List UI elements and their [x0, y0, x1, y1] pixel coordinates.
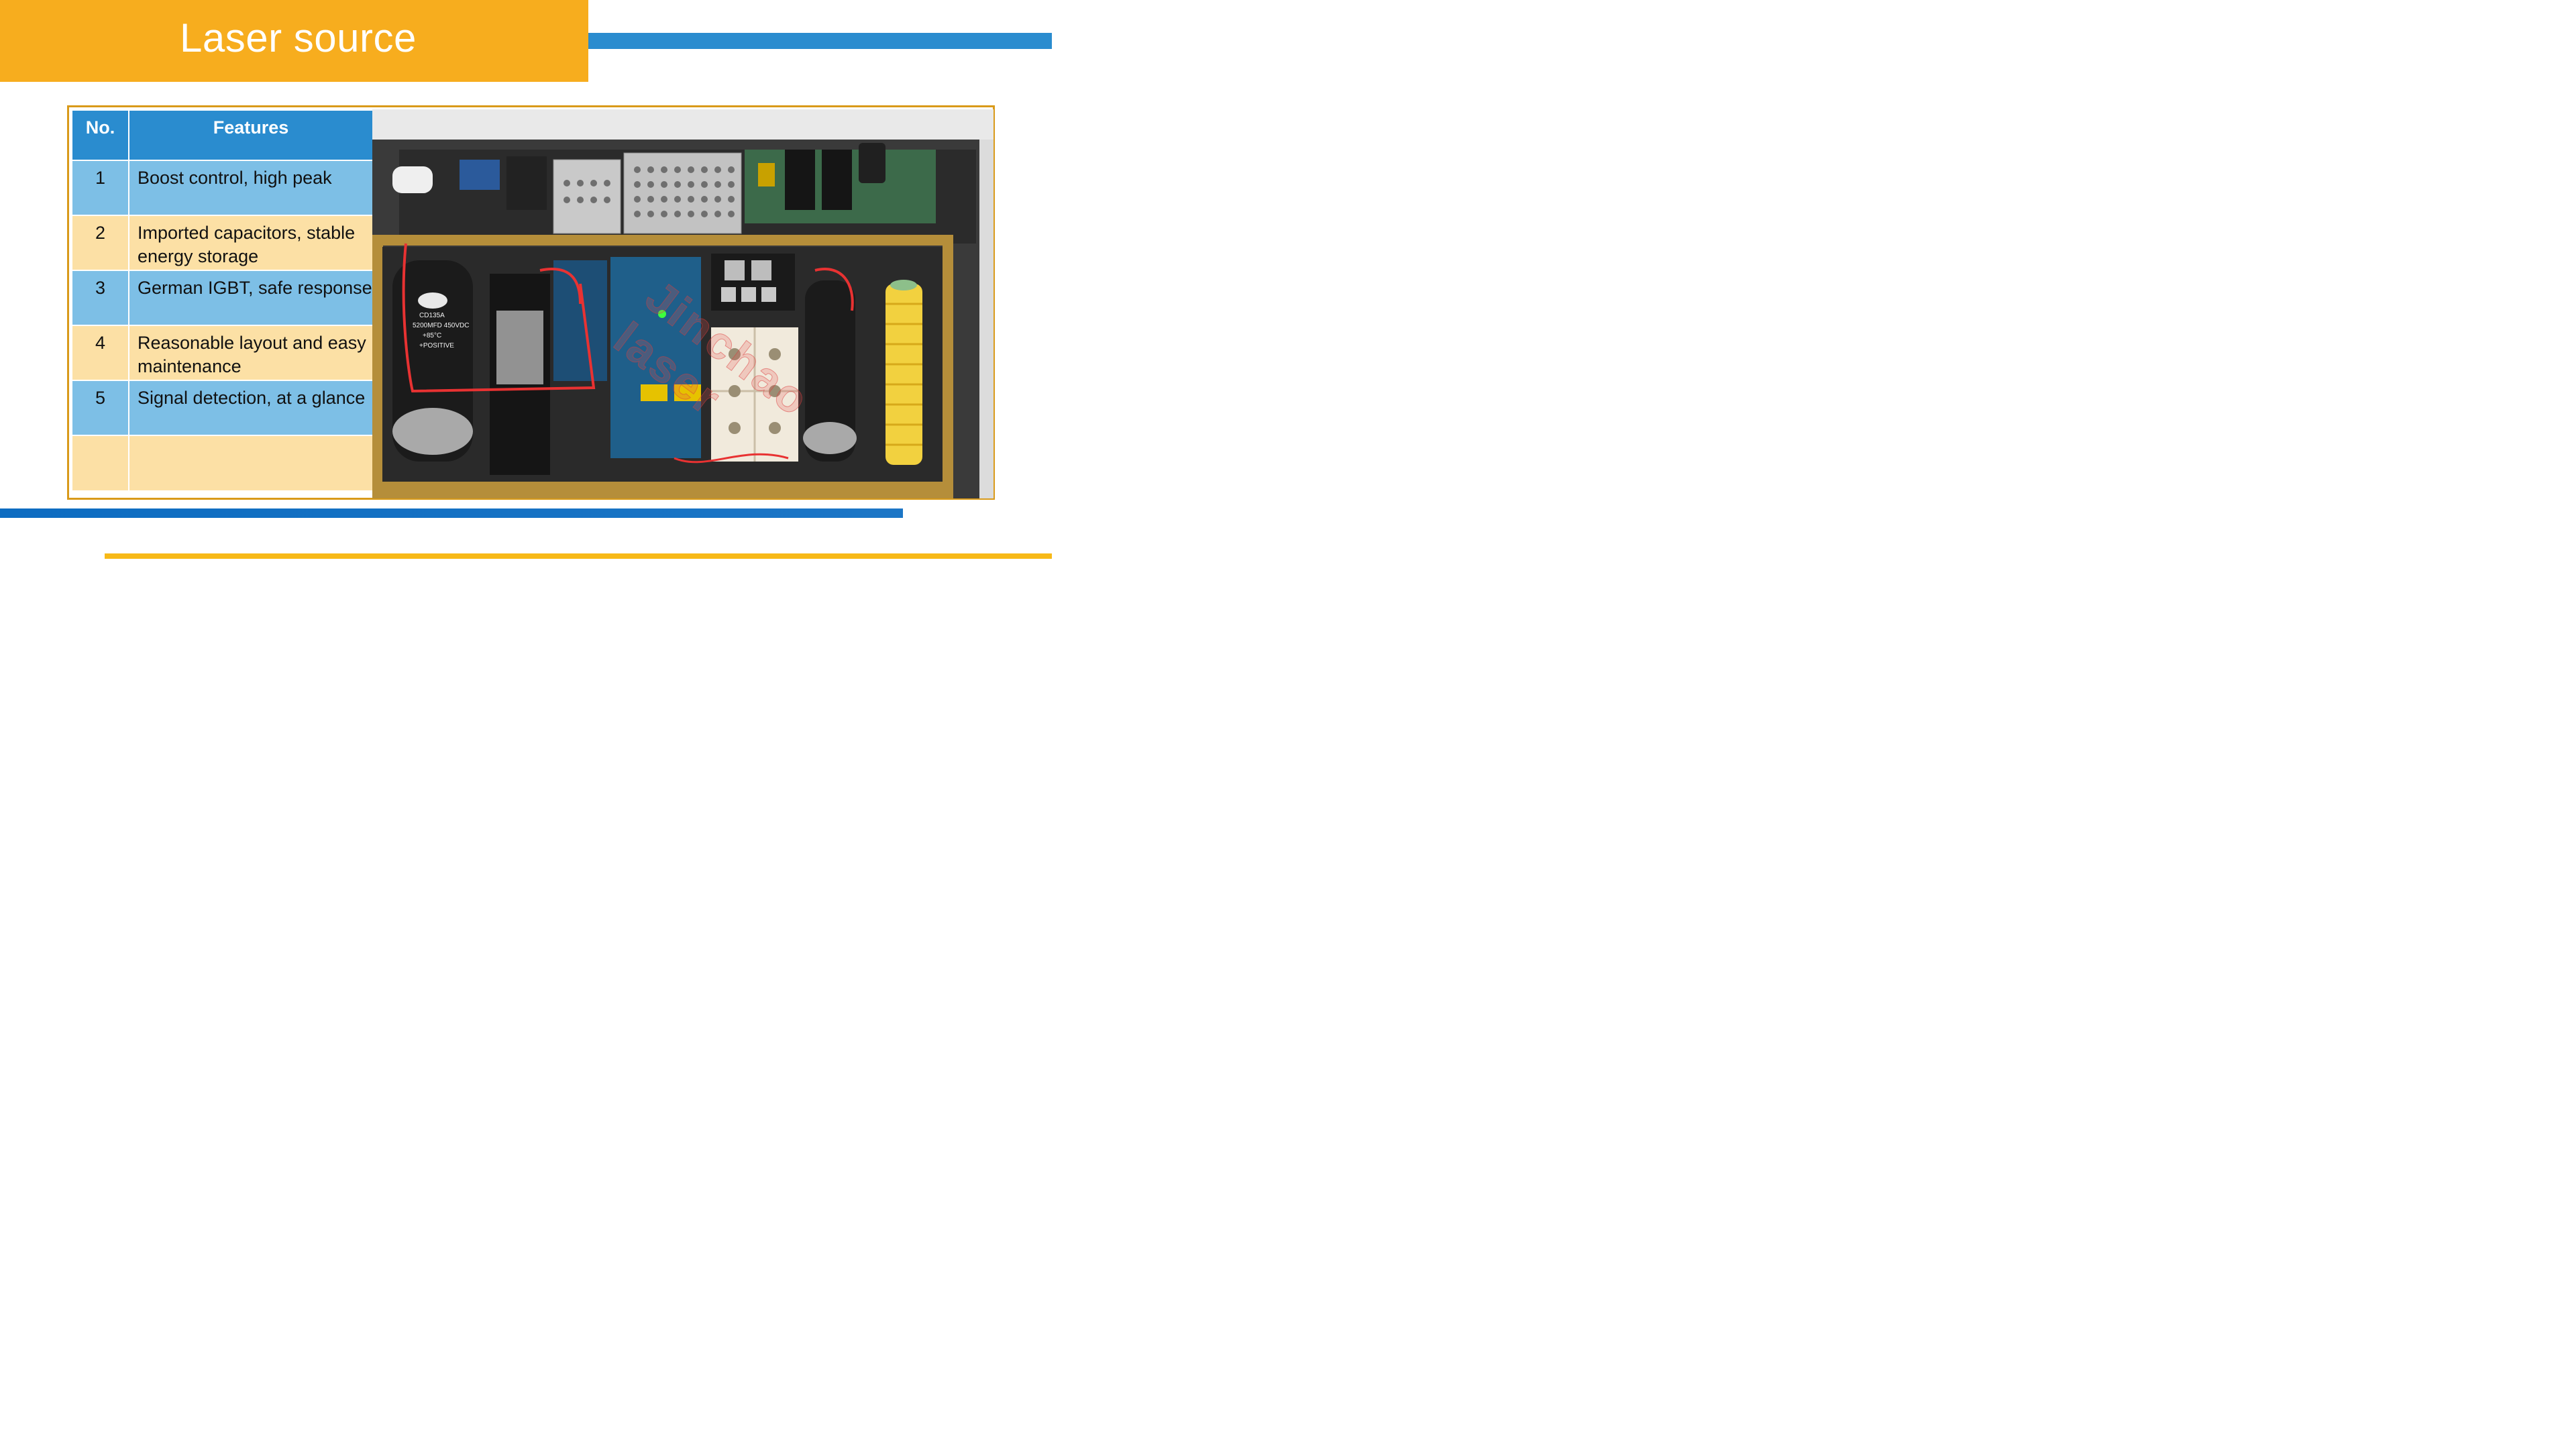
table-header-row: No. Features — [72, 111, 372, 160]
row-feature: Imported capacitors, stable energy stora… — [129, 215, 372, 270]
table-row: 5 Signal detection, at a glance — [72, 380, 372, 435]
column-header-features: Features — [129, 111, 372, 160]
table-row: 2 Imported capacitors, stable energy sto… — [72, 215, 372, 270]
column-header-no: No. — [72, 111, 129, 160]
row-number: 5 — [72, 380, 129, 435]
table-row: 3 German IGBT, safe response — [72, 270, 372, 325]
row-feature: Signal detection, at a glance — [129, 380, 372, 435]
row-feature: Boost control, high peak — [129, 160, 372, 215]
bottom-blue-stripe — [0, 508, 903, 518]
title-banner: Laser source — [0, 0, 588, 82]
row-number — [72, 435, 129, 490]
table-row: 4 Reasonable layout and easy maintenance — [72, 325, 372, 380]
laser-source-illustration: CD135A 5200MFD 450VDC +85°C +POSITIVE — [372, 109, 994, 498]
table-row — [72, 435, 372, 490]
capacitor-label-line: +85°C — [423, 332, 441, 339]
features-table: No. Features 1 Boost control, high peak … — [72, 111, 372, 490]
laser-source-photo: CD135A 5200MFD 450VDC +85°C +POSITIVE — [372, 109, 994, 498]
table-row: 1 Boost control, high peak — [72, 160, 372, 215]
top-accent-stripe — [588, 33, 1052, 49]
row-feature — [129, 435, 372, 490]
row-number: 2 — [72, 215, 129, 270]
content-frame: No. Features 1 Boost control, high peak … — [67, 105, 995, 500]
capacitor-label-line: CD135A — [419, 312, 445, 319]
capacitor-label-line: 5200MFD 450VDC — [413, 322, 469, 329]
row-feature: Reasonable layout and easy maintenance — [129, 325, 372, 380]
row-number: 3 — [72, 270, 129, 325]
row-feature: German IGBT, safe response — [129, 270, 372, 325]
page-title: Laser source — [180, 15, 417, 60]
row-number: 1 — [72, 160, 129, 215]
row-number: 4 — [72, 325, 129, 380]
capacitor-label-line: +POSITIVE — [419, 342, 454, 350]
bottom-yellow-stripe — [105, 553, 1052, 559]
